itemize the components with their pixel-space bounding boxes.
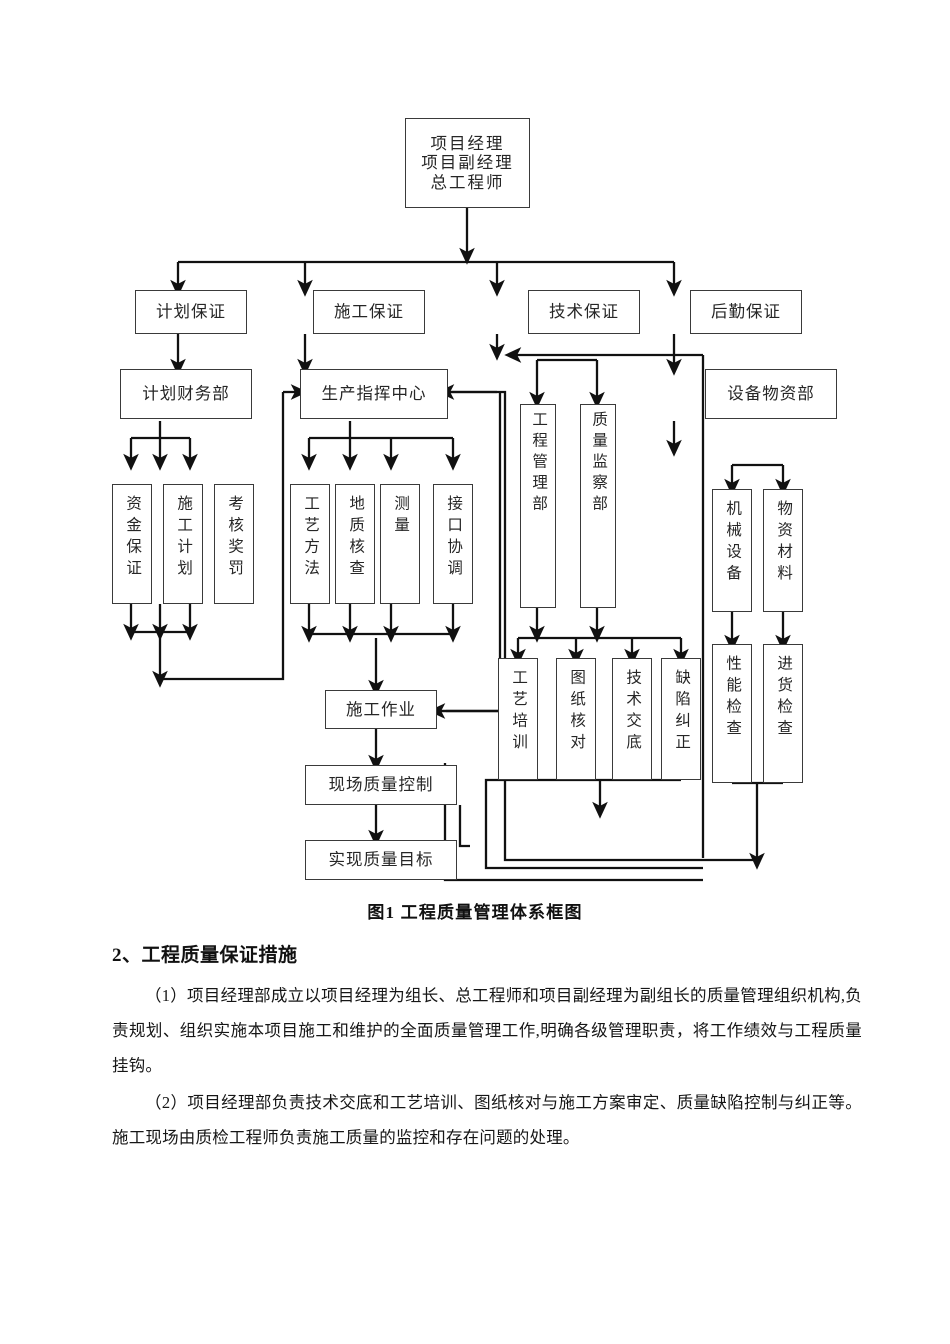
- node-interface-coordination: 接口协调: [433, 484, 473, 604]
- node-process-training: 工艺培训: [498, 658, 538, 780]
- node-equipment-material-dept: 设备物资部: [705, 369, 837, 419]
- node-engineering-management-dept: 工程管理部: [520, 404, 556, 608]
- node-construction-operation: 施工作业: [325, 690, 437, 729]
- node-process-method: 工艺方法: [290, 484, 330, 604]
- node-incoming-inspection: 进货检查: [763, 644, 803, 783]
- node-survey: 测量: [380, 484, 420, 604]
- node-drawing-check: 图纸核对: [556, 658, 596, 780]
- paragraph-1: （1）项目经理部成立以项目经理为组长、总工程师和项目副经理为副组长的质量管理组织…: [112, 986, 862, 1075]
- node-line: 项目经理: [430, 133, 505, 153]
- node-assessment-reward-penalty: 考核奖罚: [214, 484, 254, 604]
- node-construction-plan: 施工计划: [163, 484, 203, 604]
- node-technical-guarantee: 技术保证: [528, 290, 640, 334]
- section-heading: 2、工程质量保证措施: [112, 945, 298, 966]
- node-plan-finance-dept: 计划财务部: [120, 369, 252, 419]
- node-construction-guarantee: 施工保证: [313, 290, 425, 334]
- node-performance-inspection: 性能检查: [712, 644, 752, 783]
- body-text-block: 2、工程质量保证措施 （1）项目经理部成立以项目经理为组长、总工程师和项目副经理…: [0, 940, 950, 1156]
- node-plan-guarantee: 计划保证: [135, 290, 247, 334]
- diagram-connector-lines: [123, 208, 791, 882]
- node-project-manager: 项目经理 项目副经理 总工程师: [405, 118, 530, 208]
- node-quality-inspection-dept: 质量监察部: [580, 404, 616, 608]
- node-defect-correction: 缺陷纠正: [661, 658, 701, 780]
- node-logistics-guarantee: 后勤保证: [690, 290, 802, 334]
- node-material-supplies: 物资材料: [763, 489, 803, 612]
- node-line: 项目副经理: [421, 153, 514, 173]
- node-technical-disclosure: 技术交底: [612, 658, 652, 780]
- figure-caption: 图1 工程质量管理体系框图: [367, 903, 583, 922]
- node-achieve-quality-goal: 实现质量目标: [305, 840, 457, 880]
- node-site-quality-control: 现场质量控制: [305, 765, 457, 805]
- paragraph-2: （2）项目经理部负责技术交底和工艺培训、图纸核对与施工方案审定、质量缺陷控制与纠…: [112, 1092, 862, 1147]
- node-production-command-center: 生产指挥中心: [300, 369, 448, 419]
- node-geology-check: 地质核查: [335, 484, 375, 604]
- node-fund-guarantee: 资金保证: [112, 484, 152, 604]
- node-mechanical-equipment: 机械设备: [712, 489, 752, 612]
- node-line: 总工程师: [430, 172, 505, 192]
- organization-flow-diagram: 项目经理 项目副经理 总工程师 计划保证 施工保证 技术保证 后勤保证 计划财务…: [112, 118, 837, 922]
